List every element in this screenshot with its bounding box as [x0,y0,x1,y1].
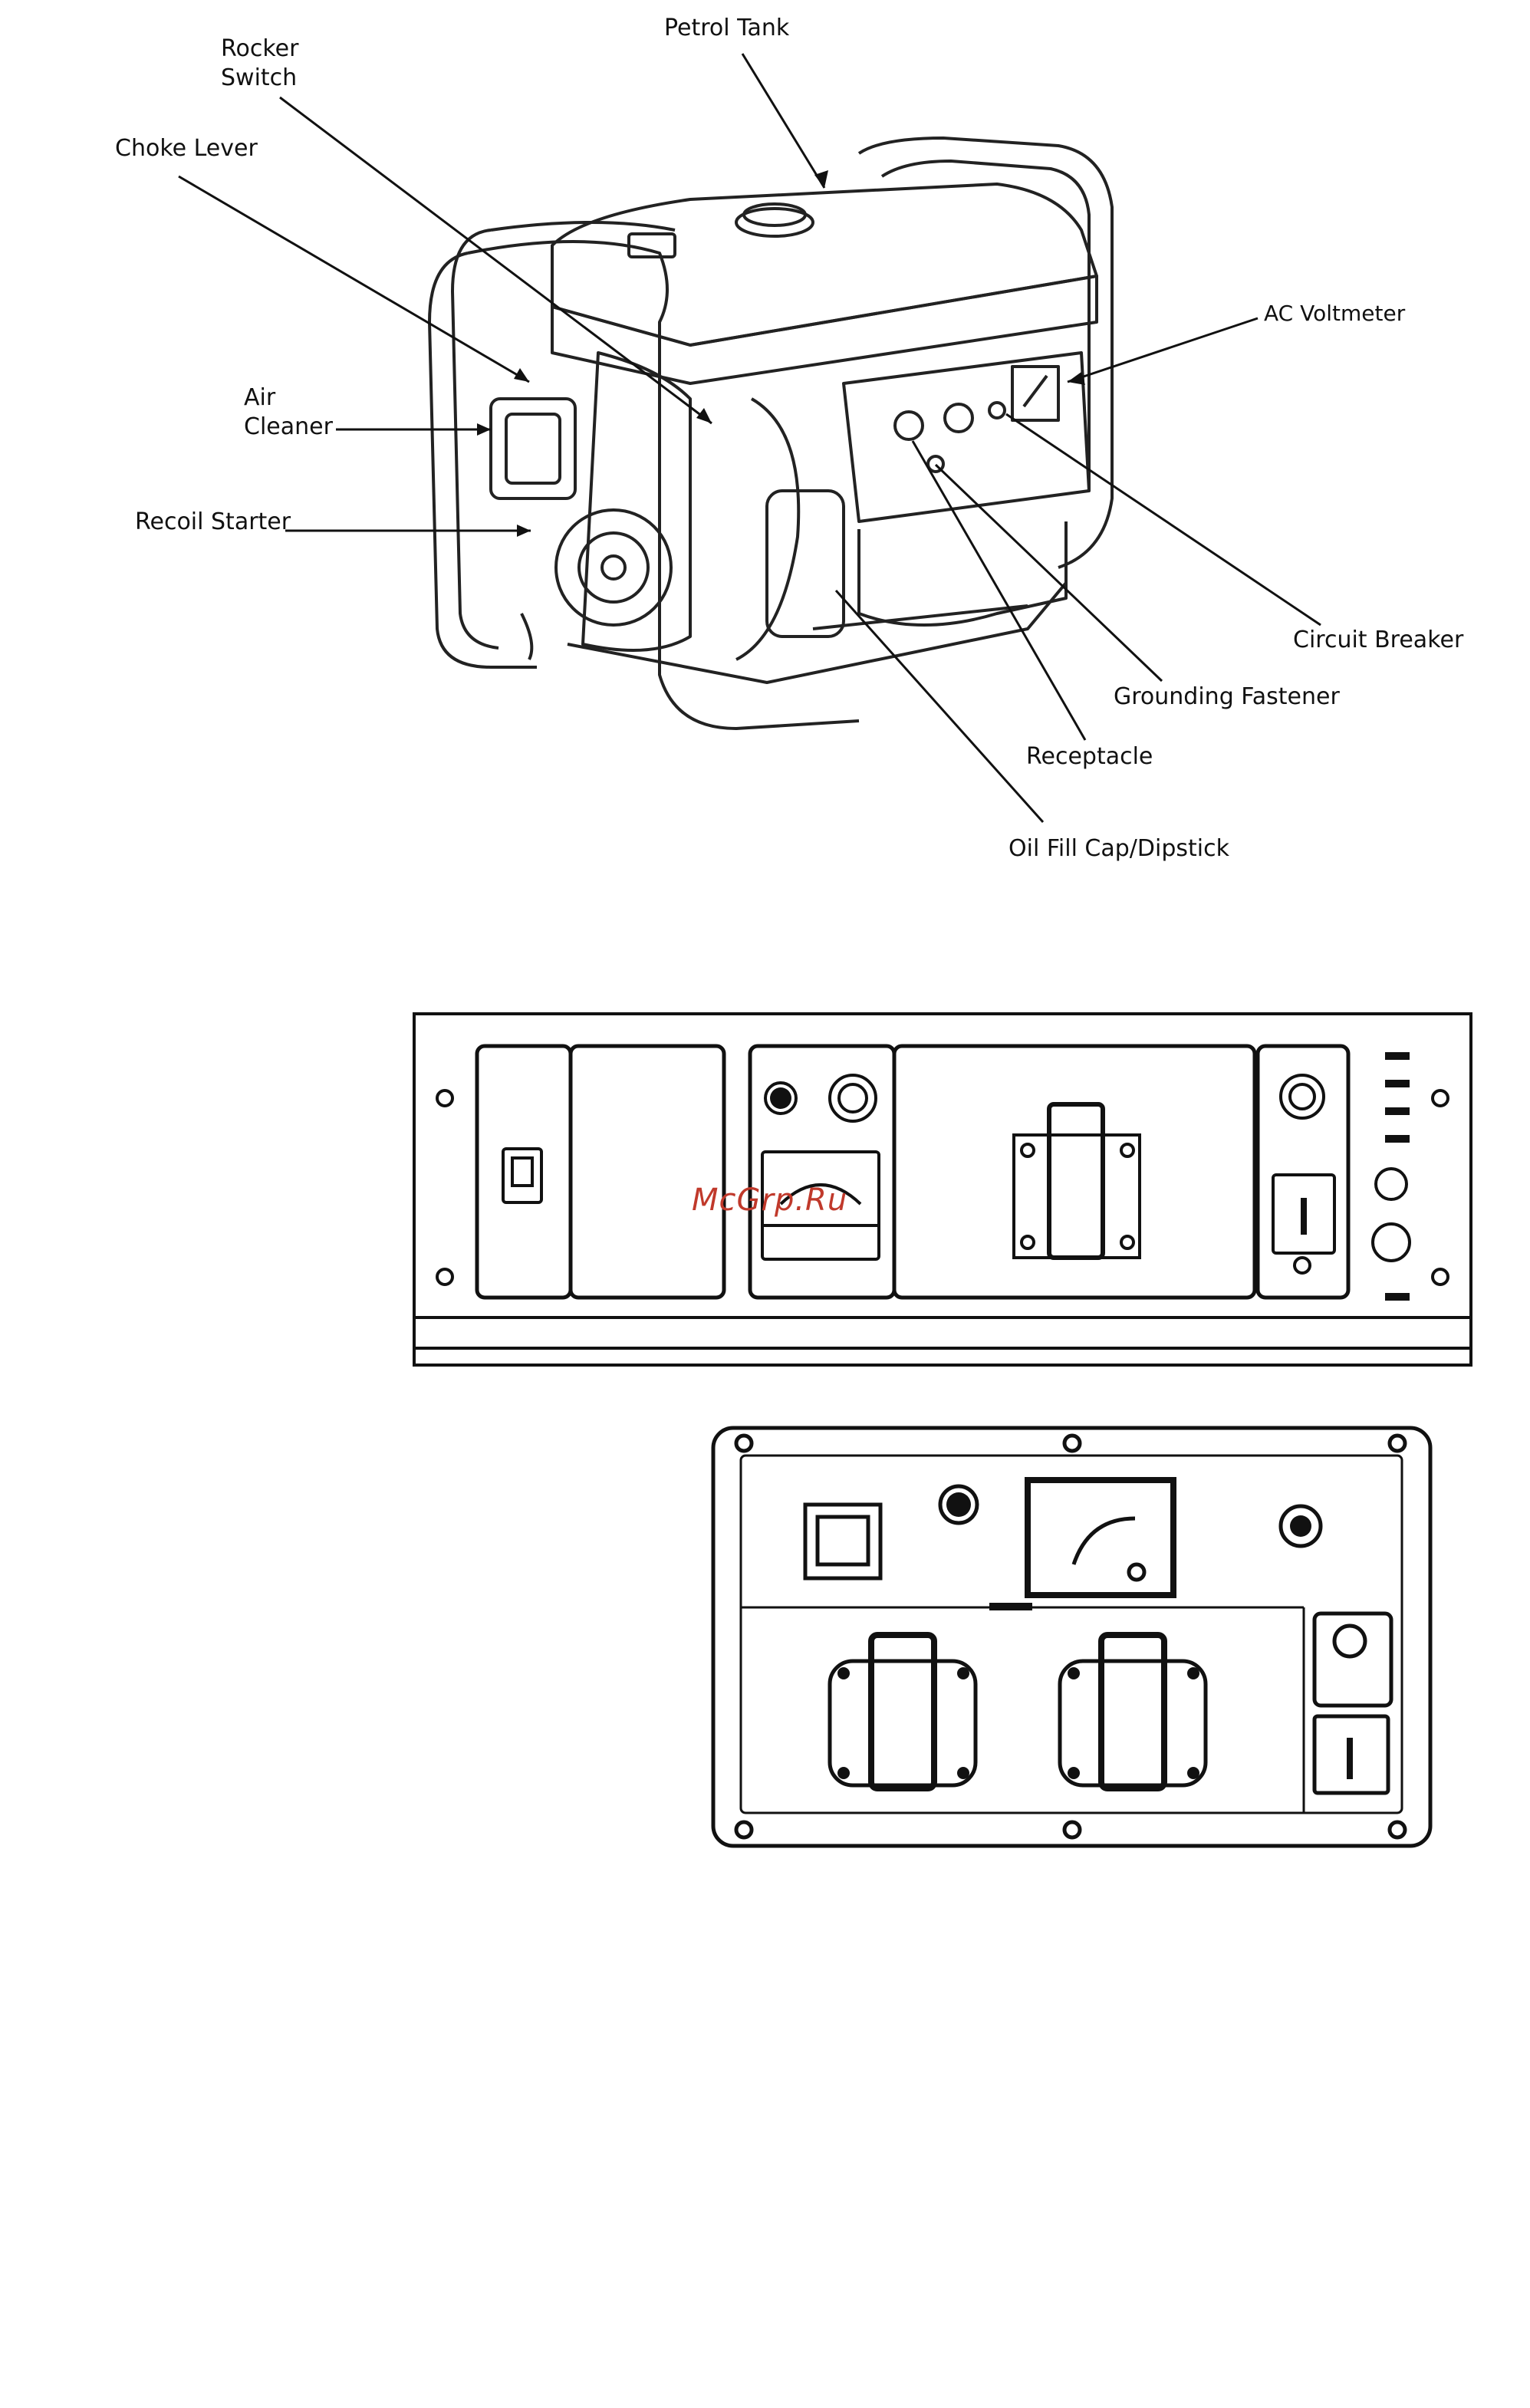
leader-circuit-breaker [1006,414,1321,625]
frame-front-tube [468,242,859,729]
label-air-cleaner: Air Cleaner [244,383,333,442]
label-oil-fill-cap: Oil Fill Cap/Dipstick [1008,834,1229,864]
fuel-cap-shape [736,209,813,236]
leader-rocker-switch [280,97,712,423]
label-receptacle: Receptacle [1026,742,1153,771]
frame-left-tube [429,253,537,667]
watermark: McGrp.Ru [692,1183,847,1218]
label-choke-lever: Choke Lever [115,134,258,163]
recoil-starter-shape [556,510,671,625]
leader-choke-lever [179,176,529,382]
leader-petrol-tank [742,54,824,188]
label-petrol-tank: Petrol Tank [664,14,789,43]
label-ac-voltmeter: AC Voltmeter [1264,299,1405,328]
label-circuit-breaker: Circuit Breaker [1293,626,1463,655]
label-rocker-switch: Rocker Switch [221,35,298,93]
control-panel-shape [844,353,1089,521]
label-recoil-starter: Recoil Starter [135,508,291,537]
label-grounding-fastener: Grounding Fastener [1114,683,1340,712]
leader-ac-voltmeter [1068,318,1258,382]
